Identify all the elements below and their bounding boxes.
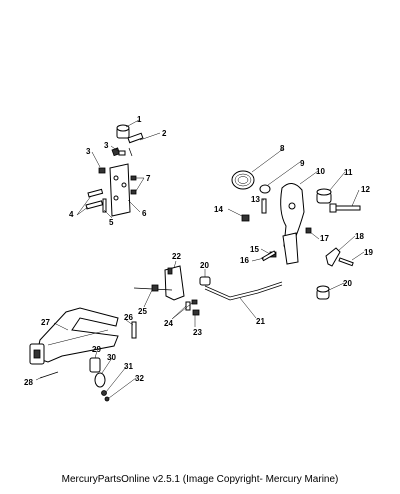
callout-7: 7 (146, 174, 151, 183)
callout-32: 32 (135, 374, 144, 383)
callout-8: 8 (280, 144, 285, 153)
lower-bracket-assembly (29, 307, 119, 402)
callout-26: 26 (124, 313, 133, 322)
callout-3: 3 (86, 147, 91, 156)
callout-30: 30 (107, 353, 116, 362)
callout-14: 14 (214, 205, 223, 214)
callout-12: 12 (361, 185, 370, 194)
cam-lever-assembly (231, 170, 361, 300)
callout-5: 5 (109, 218, 114, 227)
callout-25: 25 (138, 307, 147, 316)
callout-6: 6 (142, 209, 147, 218)
bracket-assembly (85, 124, 144, 217)
callout-11: 11 (344, 168, 353, 177)
link-rod-assembly (131, 265, 283, 339)
callout-4: 4 (69, 210, 74, 219)
parts-diagram: 1 2 3 3 4 5 6 7 8 9 10 11 12 13 14 15 16… (24, 115, 373, 402)
callout-18: 18 (355, 232, 364, 241)
callout-31: 31 (124, 362, 133, 371)
callout-17: 17 (320, 234, 329, 243)
copyright-footer: MercuryPartsOnline v2.5.1 (Image Copyrig… (61, 474, 339, 485)
callout-28: 28 (24, 378, 33, 387)
callout-3: 3 (104, 141, 109, 150)
callout-10: 10 (316, 167, 325, 176)
callout-19: 19 (364, 248, 373, 257)
leader-lines (35, 119, 365, 399)
callout-24: 24 (164, 319, 173, 328)
callout-29: 29 (92, 345, 101, 354)
callout-9: 9 (300, 159, 305, 168)
callout-1: 1 (137, 115, 142, 124)
callout-labels: 1 2 3 3 4 5 6 7 8 9 10 11 12 13 14 15 16… (24, 115, 373, 387)
callout-27: 27 (41, 318, 50, 327)
callout-23: 23 (193, 328, 202, 337)
callout-16: 16 (240, 256, 249, 265)
callout-22: 22 (172, 252, 181, 261)
callout-20: 20 (343, 279, 352, 288)
callout-20: 20 (200, 261, 209, 270)
callout-13: 13 (251, 195, 260, 204)
callout-15: 15 (250, 245, 259, 254)
callout-21: 21 (256, 317, 265, 326)
callout-2: 2 (162, 129, 167, 138)
